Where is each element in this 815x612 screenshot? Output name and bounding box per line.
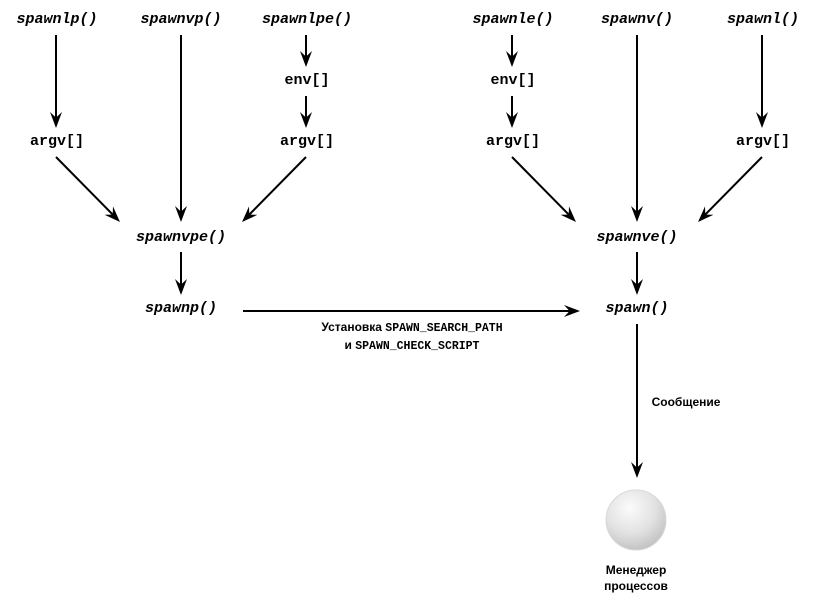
node-spawn: spawn() bbox=[605, 300, 669, 317]
node-argv-1: argv[] bbox=[29, 133, 85, 150]
edge-label-message: Сообщение bbox=[651, 395, 721, 409]
arrowhead-env-to-argv3 bbox=[506, 112, 518, 128]
arrowhead-spawnve-to-spawn bbox=[631, 279, 643, 295]
arrowhead-spawnvpe-to-spawnp bbox=[175, 279, 187, 295]
node-env-right: env[] bbox=[490, 72, 536, 89]
node-spawnvpe: spawnvpe() bbox=[135, 229, 227, 246]
node-env-left: env[] bbox=[284, 72, 330, 89]
arrowhead-spawnl-to-argv4 bbox=[756, 112, 768, 128]
node-spawnlp: spawnlp() bbox=[16, 11, 98, 28]
node-argv-4: argv[] bbox=[735, 133, 791, 150]
edges-group bbox=[50, 35, 768, 478]
edge-label-setup: Установка SPAWN_SEARCH_PATH и SPAWN_CHEC… bbox=[321, 319, 502, 355]
arrowhead-argv1-to-spawnvpe bbox=[104, 206, 120, 222]
edge-label-setup-line2: и SPAWN_CHECK_SCRIPT bbox=[344, 338, 480, 353]
edge-label-setup-line1: Установка SPAWN_SEARCH_PATH bbox=[321, 320, 503, 335]
node-argv-3: argv[] bbox=[485, 133, 541, 150]
arrowhead-argv2-to-spawnvpe bbox=[242, 206, 258, 222]
process-manager-label-line2: процессов bbox=[604, 579, 668, 593]
arrowhead-spawnv-to-spawnve bbox=[631, 206, 643, 222]
arrowhead-argv3-to-spawnve bbox=[560, 206, 576, 222]
node-spawnl: spawnl() bbox=[726, 11, 800, 28]
arrow-line-argv3-to-spawnve bbox=[511, 156, 573, 219]
node-argv-2: argv[] bbox=[279, 133, 335, 150]
arrowhead-env-to-argv2 bbox=[300, 112, 312, 128]
node-spawnv: spawnv() bbox=[600, 11, 674, 28]
arrowhead-spawnvp-to-spawnvpe bbox=[175, 206, 187, 222]
process-manager-sphere bbox=[605, 489, 667, 551]
arrowhead-spawnle-to-env bbox=[506, 51, 518, 67]
arrow-line-argv1-to-spawnvpe bbox=[55, 156, 117, 219]
node-spawnvp: spawnvp() bbox=[140, 11, 222, 28]
process-manager-label: Менеджер процессов bbox=[604, 562, 668, 594]
arrowhead-spawnlpe-to-env bbox=[300, 51, 312, 67]
arrow-line-argv2-to-spawnvpe bbox=[245, 156, 307, 219]
node-spawnlpe: spawnlpe() bbox=[261, 11, 353, 28]
arrowhead-spawnp-to-spawn bbox=[564, 305, 580, 317]
arrowhead-argv4-to-spawnve bbox=[698, 206, 714, 222]
node-spawnve: spawnve() bbox=[596, 229, 678, 246]
node-spawnle: spawnle() bbox=[472, 11, 554, 28]
arrowhead-spawn-to-process-manager bbox=[631, 462, 643, 478]
process-manager-label-line1: Менеджер bbox=[605, 563, 667, 577]
node-spawnp: spawnp() bbox=[144, 300, 218, 317]
arrow-line-argv4-to-spawnve bbox=[701, 156, 763, 219]
arrowhead-spawnlp-to-argv1 bbox=[50, 112, 62, 128]
